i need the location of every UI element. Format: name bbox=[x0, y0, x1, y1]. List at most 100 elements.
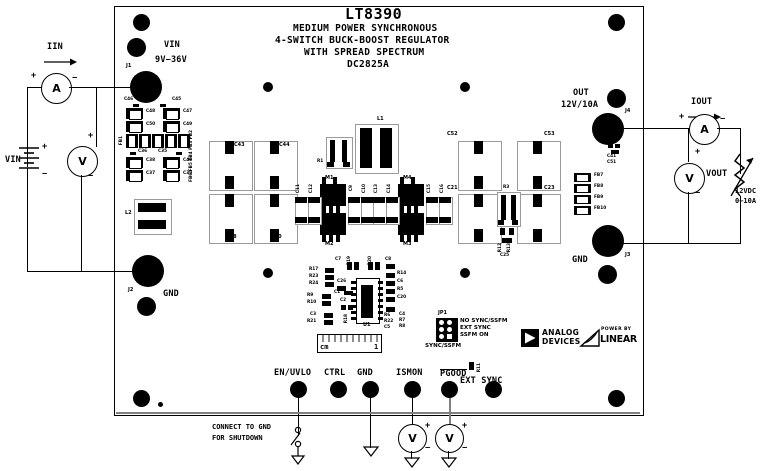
designator-c3: C3 bbox=[310, 312, 317, 317]
mosfet-lead bbox=[322, 177, 326, 184]
shutdown-switch-symbol[interactable] bbox=[288, 424, 310, 466]
designator-c20: C20 bbox=[271, 234, 282, 240]
cap-terminal bbox=[308, 197, 320, 203]
designator-m4: M4 bbox=[403, 175, 412, 181]
pad bbox=[611, 150, 619, 154]
designator-c6: C6 bbox=[397, 279, 404, 284]
test-point-ismon[interactable] bbox=[404, 381, 421, 398]
gnd-via-pad bbox=[137, 297, 156, 316]
ic-pin bbox=[378, 311, 383, 314]
designator-c9: C9 bbox=[349, 185, 354, 192]
wire bbox=[27, 271, 148, 273]
cap-body bbox=[129, 122, 142, 133]
cap-terminal bbox=[373, 197, 385, 203]
ferrite-bead-fb9 bbox=[574, 195, 591, 204]
variable-load-resistor bbox=[730, 153, 754, 197]
mounting-hole bbox=[608, 390, 625, 407]
mosfet-m4 bbox=[398, 184, 424, 206]
designator-c13: C13 bbox=[374, 184, 379, 194]
jumper-pin[interactable] bbox=[439, 334, 444, 339]
mosfet-lead bbox=[322, 235, 326, 242]
designator-r21: R21 bbox=[307, 319, 317, 324]
designator-r12: R12 bbox=[498, 243, 503, 253]
cap-body bbox=[129, 158, 142, 169]
gnd-connector-j2[interactable] bbox=[132, 255, 164, 287]
test-point-pgood[interactable] bbox=[441, 381, 458, 398]
cap-terminal bbox=[361, 197, 373, 203]
designator-c43: C43 bbox=[234, 142, 245, 148]
pad bbox=[502, 238, 512, 243]
test-point-ctrl[interactable] bbox=[330, 381, 347, 398]
designator-fb9: FB9 bbox=[594, 195, 604, 200]
designator-c41: C41 bbox=[607, 154, 617, 159]
designator-jp1: JP1 bbox=[438, 310, 448, 316]
designator-c2: C2 bbox=[340, 298, 347, 303]
pad bbox=[386, 307, 395, 312]
jumper-pin[interactable] bbox=[439, 327, 444, 332]
designator-c52: C52 bbox=[447, 131, 458, 137]
designator-u1: U1 bbox=[363, 322, 371, 328]
mosfet-lead bbox=[400, 206, 404, 213]
brand-line-1: ANALOG bbox=[542, 328, 580, 337]
centimeter-scale bbox=[317, 334, 382, 353]
current-direction-arrow bbox=[44, 58, 77, 66]
designator-c44: C44 bbox=[279, 142, 290, 148]
cap-terminal bbox=[295, 217, 307, 223]
mosfet-lead bbox=[336, 235, 340, 242]
test-point-en-uvlo[interactable] bbox=[290, 381, 307, 398]
wire bbox=[96, 87, 98, 147]
mosfet-lead bbox=[322, 206, 326, 213]
cap-terminal bbox=[386, 217, 398, 223]
mosfet-m2 bbox=[320, 213, 346, 235]
designator-r23: R23 bbox=[309, 274, 319, 279]
cap-terminal bbox=[225, 176, 234, 189]
jumper-pin[interactable] bbox=[439, 320, 444, 325]
jumper-pin[interactable] bbox=[447, 320, 452, 325]
designator-c39: C39 bbox=[183, 171, 193, 176]
pad bbox=[176, 152, 182, 155]
battery-minus: − bbox=[42, 169, 48, 179]
ic-pin bbox=[378, 293, 383, 296]
designator-c37: C37 bbox=[146, 171, 156, 176]
ic-body bbox=[361, 285, 373, 318]
jumper-pin[interactable] bbox=[447, 334, 452, 339]
mounting-hole bbox=[133, 390, 150, 407]
mounting-hole bbox=[608, 14, 625, 31]
pad bbox=[160, 104, 166, 107]
test-point-gnd[interactable] bbox=[362, 381, 379, 398]
wire bbox=[448, 451, 450, 459]
cap-terminal bbox=[225, 229, 234, 242]
out-connector-j4[interactable] bbox=[592, 113, 624, 145]
mosfet-m3 bbox=[398, 213, 424, 235]
cap-terminal bbox=[426, 217, 438, 223]
cap-terminal bbox=[308, 217, 320, 223]
designator-c47: C47 bbox=[183, 109, 193, 114]
cap-terminal bbox=[439, 217, 451, 223]
pad bbox=[469, 362, 474, 370]
ferrite-bead-fb10 bbox=[574, 206, 591, 215]
gnd-connector-j3[interactable] bbox=[592, 225, 624, 257]
wire bbox=[622, 243, 741, 245]
ic-pin bbox=[378, 317, 383, 320]
power-by-text: POWER BY bbox=[601, 327, 632, 332]
pad bbox=[386, 281, 395, 286]
ic-pin bbox=[378, 281, 383, 284]
cap-terminal bbox=[439, 197, 451, 203]
title-line-1: MEDIUM POWER SYNCHRONOUS bbox=[293, 23, 438, 34]
output-current-label: IOUT bbox=[691, 97, 713, 107]
test-point-ext-sync[interactable] bbox=[485, 381, 502, 398]
pad bbox=[325, 268, 334, 273]
vin-connector-j1[interactable] bbox=[130, 71, 162, 103]
scale-unit: cm bbox=[320, 343, 329, 351]
pgood-meter-minus: − bbox=[462, 443, 468, 453]
wire bbox=[298, 398, 300, 436]
designator-c51: C51 bbox=[607, 160, 617, 165]
designator-c8: C8 bbox=[385, 257, 392, 262]
mosfet-m1 bbox=[320, 184, 346, 206]
connector-designator-j4: J4 bbox=[625, 108, 631, 114]
scale-mark: 1 bbox=[374, 343, 379, 351]
mosfet-lead bbox=[414, 206, 418, 213]
wire bbox=[27, 87, 42, 89]
ferrite-bead bbox=[139, 134, 151, 148]
jumper-pin[interactable] bbox=[447, 327, 452, 332]
